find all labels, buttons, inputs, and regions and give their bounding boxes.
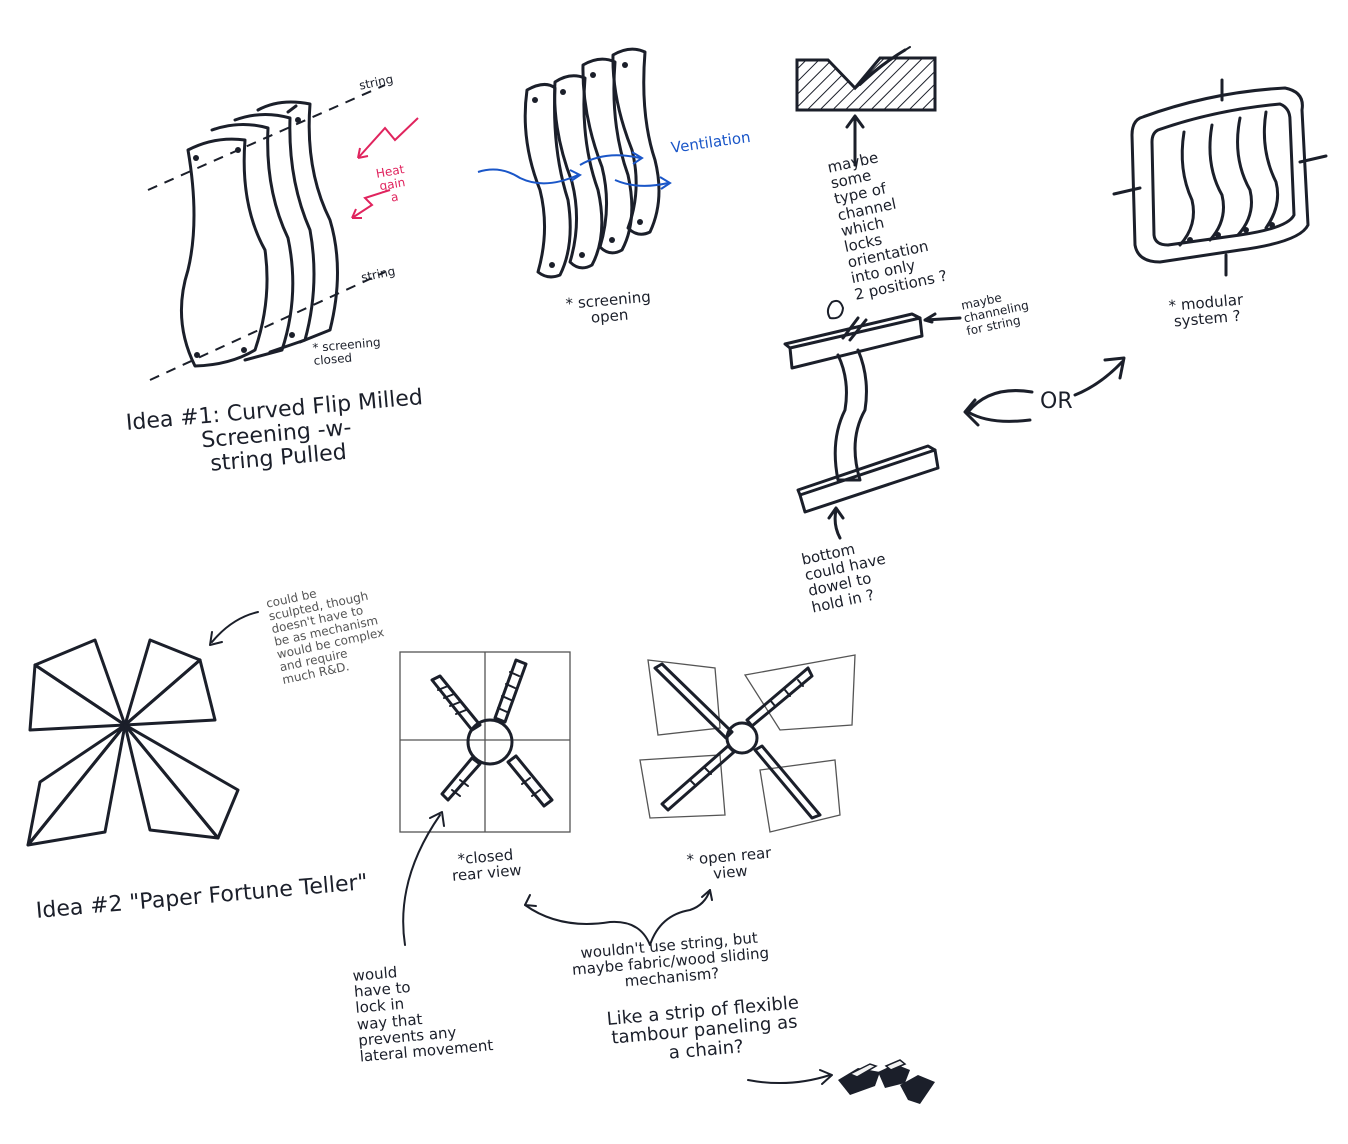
channel-detail-sketch [795, 46, 937, 167]
modular-system-note: * modular system ? [1167, 290, 1244, 331]
or-label: OR [1040, 389, 1073, 414]
closed-screening-sketch [147, 84, 386, 381]
bottom-string-line [149, 271, 386, 381]
annotation-arrows [402, 811, 833, 1085]
closed-rear-view-sketch [399, 651, 571, 833]
fortune-teller-sketch [26, 611, 259, 847]
tambour-chain-sketch [838, 1059, 935, 1104]
open-screening-sketch [477, 47, 672, 279]
open-rear-view-sketch [639, 654, 856, 833]
lock-in-note: would have to lock in way that prevents … [351, 963, 494, 1066]
heat-gain-arrows [351, 117, 419, 219]
modular-system-sketch [1112, 78, 1328, 277]
single-blade-track-sketch [783, 299, 1126, 540]
closed-rear-view-label: *closed rear view [451, 845, 523, 886]
